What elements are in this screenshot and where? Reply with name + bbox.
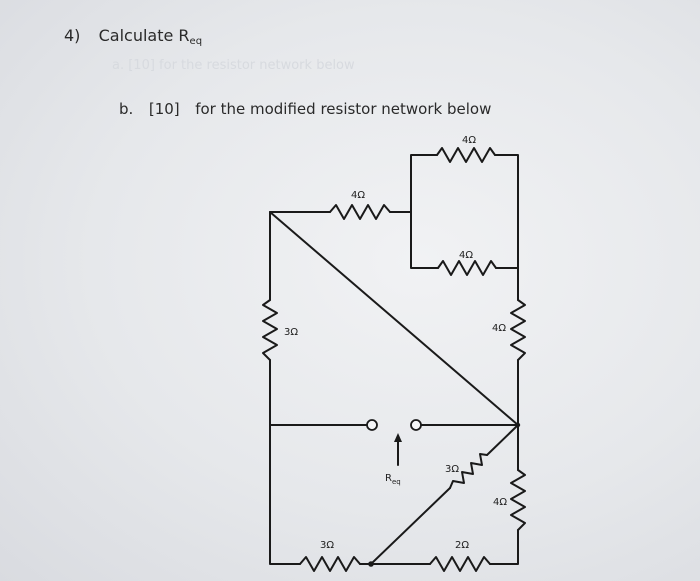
- question-title: Calculate R: [98, 26, 190, 45]
- label-left: 3Ω: [284, 327, 298, 338]
- terminal-right: [410, 419, 422, 431]
- label-diag-small: 3Ω: [445, 464, 459, 475]
- label-req: Req: [385, 473, 401, 486]
- label-bottom-left: 3Ω: [320, 540, 334, 551]
- resistor-diag-small: [449, 453, 488, 489]
- label-bottom-right: 2Ω: [455, 540, 469, 551]
- wire-diag-to-bottom: [370, 487, 451, 565]
- junction-right-mid: [515, 422, 521, 428]
- resistor-inner-bottom: [437, 260, 497, 276]
- wire-diagonal-main: [269, 211, 519, 426]
- wire-inner-down: [410, 211, 439, 269]
- label-top-right: 4Ω: [462, 135, 476, 146]
- wire-inner-left-to-top: [410, 154, 438, 213]
- wire-top-to-right: [494, 154, 519, 301]
- wire-node-to-diag-resistor: [486, 424, 519, 456]
- faded-part-a-text: a. [10] for the resistor network below: [112, 58, 355, 73]
- part-b-text: for the modified resistor network below: [195, 100, 492, 118]
- terminal-left: [366, 419, 378, 431]
- resistor-top-right: [436, 147, 496, 163]
- resistor-bottom-right: [429, 556, 491, 572]
- label-inner-bottom: 4Ω: [459, 250, 473, 261]
- resistor-left: [262, 299, 278, 361]
- resistor-right-lower: [510, 469, 526, 531]
- resistor-top-middle: [329, 204, 391, 220]
- part-b-label: b.: [119, 100, 134, 118]
- label-req-subscript: eq: [392, 478, 401, 486]
- question-title-subscript: eq: [189, 36, 203, 47]
- part-b-points: [10]: [148, 100, 180, 118]
- label-right-upper: 4Ω: [492, 323, 506, 334]
- resistor-bottom-left: [299, 556, 361, 572]
- question-heading: 4) Calculate Req: [64, 26, 203, 47]
- label-right-lower: 4Ω: [493, 497, 507, 508]
- label-top-middle: 4Ω: [351, 190, 365, 201]
- req-arrow-head: [394, 433, 402, 442]
- wire-right-lower-bottom: [489, 529, 519, 565]
- junction-bottom-mid: [368, 561, 374, 567]
- wire-left-down: [269, 359, 301, 565]
- label-req-main: R: [385, 473, 392, 484]
- question-number: 4): [64, 26, 81, 45]
- resistor-right-upper: [510, 299, 526, 361]
- part-b-statement: b. [10] for the modified resistor networ…: [119, 100, 491, 118]
